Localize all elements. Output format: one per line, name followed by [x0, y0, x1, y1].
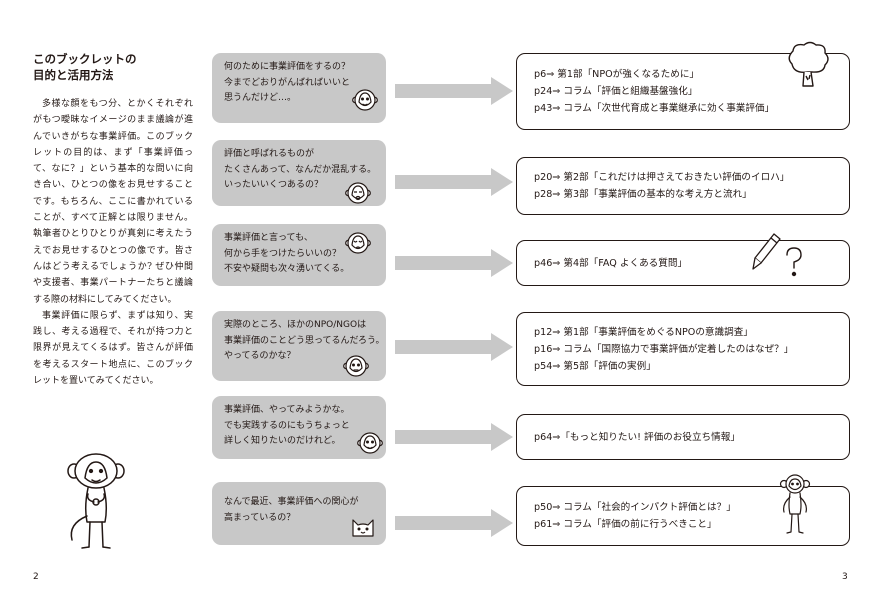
- intro-paragraph: 事業評価に限らず、まずは知り、実践し、考える過程で、それが持つ力と限界が見えてく…: [33, 310, 193, 387]
- question-line: 評価と呼ばれるものが: [224, 149, 315, 159]
- heading-line-1: このブックレットの: [33, 52, 137, 66]
- question-bubble-1: 何のために事業評価をするの？ 今までどおりがんばればいいと 思うんだけど…。: [212, 53, 386, 123]
- answer-line: p28⇒ 第3部「事業評価の基本的な考え方と流れ」: [534, 189, 752, 200]
- monkey-standing-icon: [67, 453, 125, 549]
- question-line: 事業評価、やってみようかな。: [224, 405, 350, 415]
- answer-box-1: p6⇒ 第1部「NPOが強くなるために」 p24⇒ コラム「評価と組織基盤強化」…: [516, 53, 850, 130]
- tree-icon: [788, 41, 829, 87]
- question-line: たくさんあって、なんだか混乱する。: [224, 164, 377, 175]
- monkey-face-icon: [345, 182, 371, 204]
- cat-face-icon: [352, 519, 374, 537]
- question-line: 高まっているの？: [224, 512, 296, 523]
- page-number-right: 3: [842, 572, 848, 582]
- answer-line: p20⇒ 第2部「これだけは押さえておきたい評価のイロハ」: [534, 172, 790, 183]
- answer-box-3: p46⇒ 第4部「FAQ よくある質問」: [516, 240, 850, 286]
- question-line: 今までどおりがんばればいいと: [224, 77, 351, 88]
- question-line: 事業評価のことどう思ってるんだろう。: [224, 335, 385, 346]
- answer-line: p6⇒ 第1部「NPOが強くなるために」: [534, 69, 700, 80]
- answer-line: p50⇒ コラム「社会的インパクト評価とは？」: [534, 502, 736, 513]
- answer-line: p43⇒ コラム「次世代育成と事業継承に効く事業評価」: [534, 103, 775, 114]
- question-line: 何から手をつけたらいいの？: [224, 248, 342, 259]
- monkey-face-icon: [352, 89, 378, 111]
- question-line: いったいいくつあるの？: [224, 180, 324, 190]
- question-line: 事業評価と言っても、: [224, 233, 313, 243]
- answer-line: p12⇒ 第1部「事業評価をめぐるNPOの意識調査」: [534, 326, 753, 338]
- monkey-standing-icon: [779, 474, 811, 534]
- monkey-face-icon: [345, 232, 371, 254]
- answer-box-4: p12⇒ 第1部「事業評価をめぐるNPOの意識調査」 p16⇒ コラム「国際協力…: [516, 312, 850, 386]
- arrow-icon: [395, 509, 513, 537]
- answer-line: p24⇒ コラム「評価と組織基盤強化」: [534, 86, 698, 97]
- question-line: 詳しく知りたいのだけれど。: [224, 436, 341, 446]
- intro-text: 多様な顔をもつ分、とかくそれぞれがもつ曖昧なイメージのまま議論が進んでいきがちな…: [33, 96, 193, 389]
- question-line: 実際のところ、ほかのNPO/NGOは: [224, 320, 367, 330]
- pencil-icon: [752, 233, 781, 270]
- arrow-icon: [395, 249, 513, 277]
- answer-box-2: p20⇒ 第2部「これだけは押さえておきたい評価のイロハ」 p28⇒ 第3部「事…: [516, 157, 850, 215]
- page-number-left: 2: [33, 572, 39, 582]
- arrow-icon: [395, 333, 513, 361]
- question-mark-icon: [786, 247, 802, 277]
- heading-line-2: 目的と活用方法: [33, 68, 114, 82]
- arrow-icon: [395, 423, 513, 451]
- question-bubble-6: なんで最近、事業評価への関心が 高まっているの？: [212, 482, 386, 545]
- question-line: でも実践するのにもうちょっと: [224, 420, 350, 431]
- section-heading: このブックレットの 目的と活用方法: [33, 51, 193, 83]
- question-line: なんで最近、事業評価への関心が: [224, 497, 359, 507]
- arrow-icon: [395, 77, 513, 105]
- monkey-face-icon: [357, 432, 383, 454]
- answer-line: p16⇒ コラム「国際協力で事業評価が定着したのはなぜ？」: [534, 343, 794, 355]
- answer-line: p61⇒ コラム「評価の前に行うべきこと」: [534, 519, 717, 530]
- question-line: 思うんだけど…。: [224, 93, 297, 103]
- question-line: 何のために事業評価をするの？: [224, 62, 351, 72]
- question-line: 不安や疑問も次々湧いてくる。: [224, 264, 350, 274]
- answer-line: p46⇒ 第4部「FAQ よくある質問」: [534, 257, 688, 269]
- answer-line: p64⇒「もっと知りたい! 評価のお役立ち情報」: [534, 431, 740, 443]
- question-bubble-5: 事業評価、やってみようかな。 でも実践するのにもうちょっと 詳しく知りたいのだけ…: [212, 396, 386, 459]
- arrow-icon: [395, 168, 513, 196]
- answer-box-5: p64⇒「もっと知りたい! 評価のお役立ち情報」: [516, 414, 850, 460]
- monkey-face-icon: [343, 355, 369, 377]
- answer-box-6: p50⇒ コラム「社会的インパクト評価とは？」 p61⇒ コラム「評価の前に行う…: [516, 486, 850, 546]
- answer-line: p54⇒ 第5部「評価の実例」: [534, 360, 656, 372]
- intro-paragraph: 多様な顔をもつ分、とかくそれぞれがもつ曖昧なイメージのまま議論が進んでいきがちな…: [33, 99, 193, 305]
- question-line: やってるのかな？: [224, 351, 296, 361]
